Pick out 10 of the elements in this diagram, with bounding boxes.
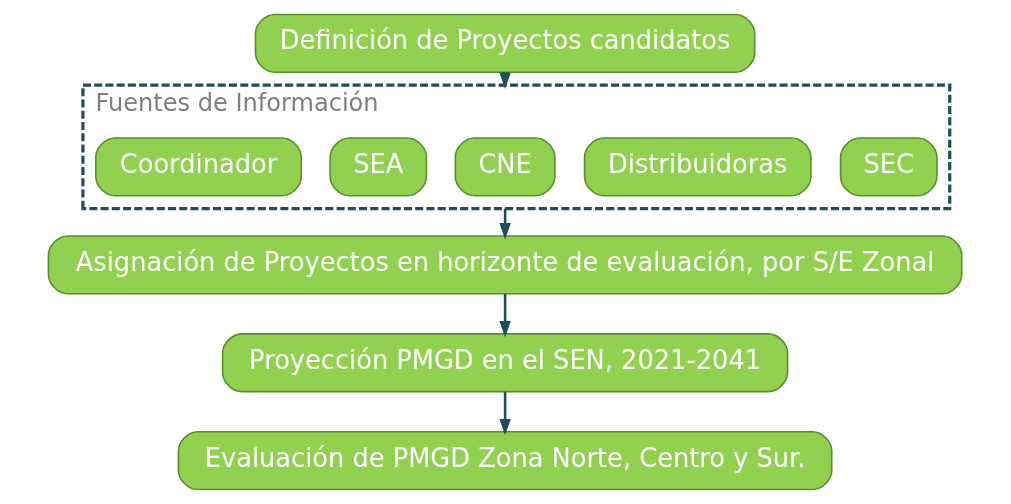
node-box: Distribuidoras	[583, 137, 812, 197]
arrow	[499, 293, 511, 338]
node-box: Evaluación de PMGD Zona Norte, Centro y Sur.	[177, 430, 833, 491]
node-box: Asignación de Proyectos en horizonte de evaluación, por S/E Zonal	[47, 235, 963, 295]
node-box: Proyección PMGD en el SEN, 2021-2041	[221, 333, 789, 393]
node-box: SEA	[329, 137, 428, 197]
node-box: Coordinador	[94, 137, 303, 197]
arrow	[499, 391, 511, 436]
node-box: CNE	[454, 137, 556, 197]
node-box: SEC	[839, 137, 938, 197]
